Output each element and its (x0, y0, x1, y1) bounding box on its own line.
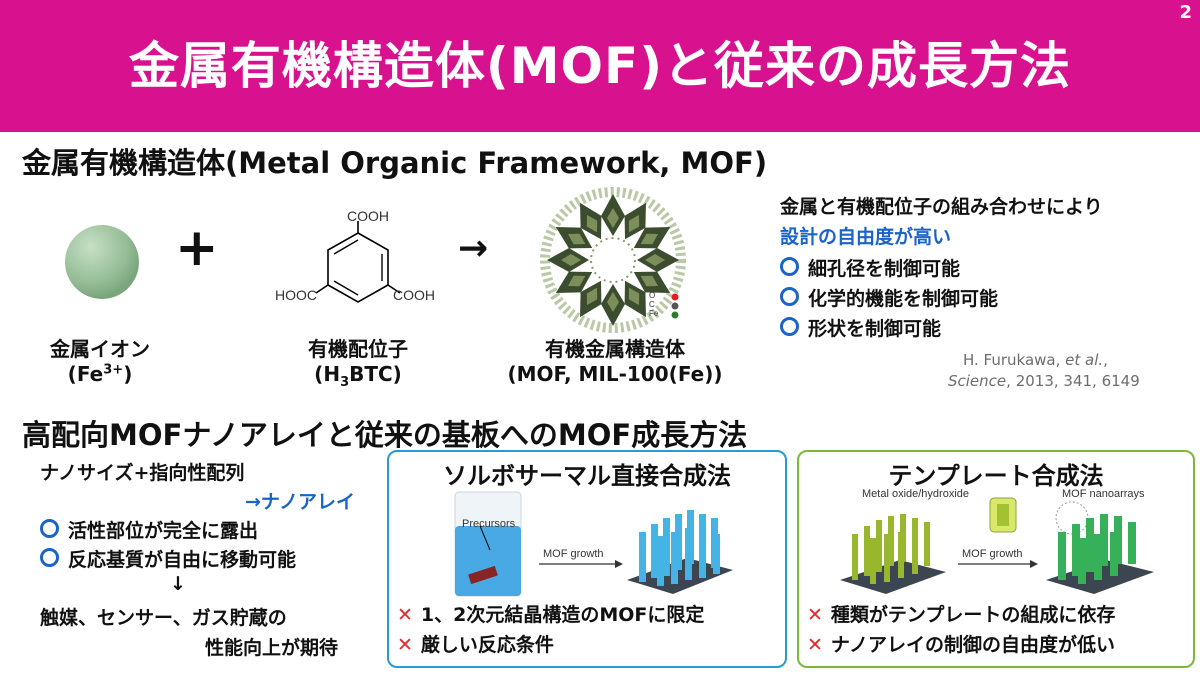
application-line2: 性能向上が期待 (205, 637, 339, 659)
solvothermal-box (387, 450, 787, 668)
design-line1: 金属と有機配位子の組み合わせにより (780, 196, 1103, 218)
bullet-active-site: 活性部位が完全に露出 (40, 516, 258, 543)
template-con-1: ✕種類がテンプレートの組成に依存 (807, 604, 1116, 626)
circle-bullet-icon (40, 548, 59, 567)
solvothermal-con-1: ✕1、2次元結晶構造のMOFに限定 (397, 604, 705, 626)
solvothermal-illustration (454, 491, 733, 597)
circle-bullet-icon (780, 317, 799, 336)
bullet-pore: 細孔径を制御可能 (780, 254, 960, 281)
solvothermal-title: ソルボサーマル直接合成法 (443, 462, 731, 490)
cooh-right-label: COOH (393, 287, 435, 303)
template-right-label: MOF nanoarrays (1062, 488, 1145, 500)
precursors-label: Precursors (462, 518, 516, 530)
template-illustration (840, 497, 1154, 594)
legend-c: C (649, 300, 655, 309)
nanoarray-line1: ナノサイズ+指向性配列 (40, 462, 245, 484)
citation-line2: Science, 2013, 341, 6149 (948, 372, 1140, 390)
template-left-label: Metal oxide/hydroxide (862, 488, 970, 500)
template-title: テンプレート合成法 (888, 462, 1104, 490)
solvothermal-con-2: ✕厳しい反応条件 (397, 634, 554, 656)
title-banner (0, 0, 1200, 132)
citation-line1: H. Furukawa, et al., (963, 351, 1108, 369)
hooc-left-label: HOOC (275, 287, 317, 303)
design-line2: 設計の自由度が高い (780, 226, 952, 248)
bullet-chemical: 化学的機能を制御可能 (780, 284, 998, 311)
h3btc-structure (315, 221, 401, 303)
bullet-substrate: 反応基質が自由に移動可能 (40, 545, 296, 572)
legend-o: O (649, 291, 656, 300)
circle-bullet-icon (40, 519, 59, 538)
slide-title: 金属有機構造体(MOF)と従来の成長方法 (128, 37, 1072, 95)
cooh-top-label: COOH (347, 208, 389, 224)
down-arrow: ↓ (170, 573, 186, 595)
application-line1: 触媒、センサー、ガス貯蔵の (40, 607, 287, 629)
legend-fe: Fe (649, 309, 659, 318)
section2-heading: 高配向MOFナノアレイと従来の基板へのMOF成長方法 (22, 418, 748, 452)
bullet-shape: 形状を制御可能 (780, 314, 941, 341)
plus-sign: + (175, 218, 219, 278)
metal-ion-label: 金属イオン (Fe3+) (50, 337, 150, 386)
cross-icon: ✕ (397, 634, 413, 656)
template-con-2: ✕ナノアレイの制御の自由度が低い (807, 634, 1115, 656)
section1-heading: 金属有機構造体(Metal Organic Framework, MOF) (22, 146, 768, 180)
solvothermal-arrow-label: MOF growth (543, 548, 604, 560)
mof-structure-image (540, 187, 686, 333)
cross-icon: ✕ (397, 604, 413, 626)
template-box (797, 450, 1195, 668)
circle-bullet-icon (780, 257, 799, 276)
nanoarray-line2: →ナノアレイ (245, 491, 355, 513)
metal-ion-sphere (65, 225, 139, 299)
cross-icon: ✕ (807, 634, 823, 656)
ligand-label: 有機配位子 (H3BTC) (308, 337, 408, 390)
reaction-arrow: → (458, 228, 489, 269)
cross-icon: ✕ (807, 604, 823, 626)
template-arrow-label: MOF growth (962, 548, 1023, 560)
mof-label: 有機金属構造体 (MOF, MIL-100(Fe)) (507, 337, 723, 386)
page-number: 2 (1179, 2, 1192, 23)
circle-bullet-icon (780, 287, 799, 306)
